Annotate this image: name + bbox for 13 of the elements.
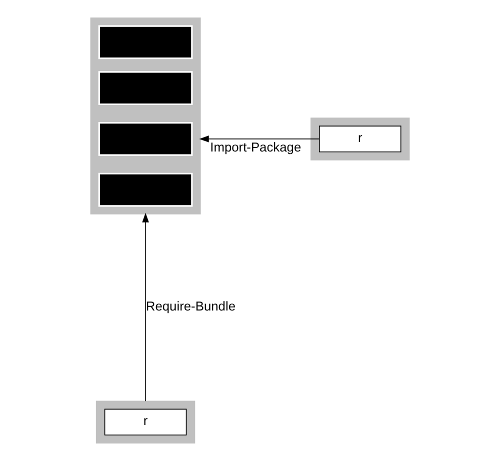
arrow bbox=[198, 136, 319, 142]
node-box: r bbox=[104, 408, 186, 436]
node-box bbox=[98, 25, 192, 60]
node-box bbox=[98, 122, 192, 156]
edge-label: Import-Package bbox=[210, 140, 301, 155]
arrow bbox=[142, 212, 148, 402]
cluster bbox=[90, 18, 200, 214]
cluster bbox=[310, 118, 410, 160]
edge-label: Require-Bundle bbox=[145, 298, 235, 314]
cluster bbox=[95, 400, 195, 444]
node-box bbox=[98, 71, 192, 106]
node-box bbox=[98, 172, 192, 207]
node-box: r bbox=[318, 126, 401, 152]
